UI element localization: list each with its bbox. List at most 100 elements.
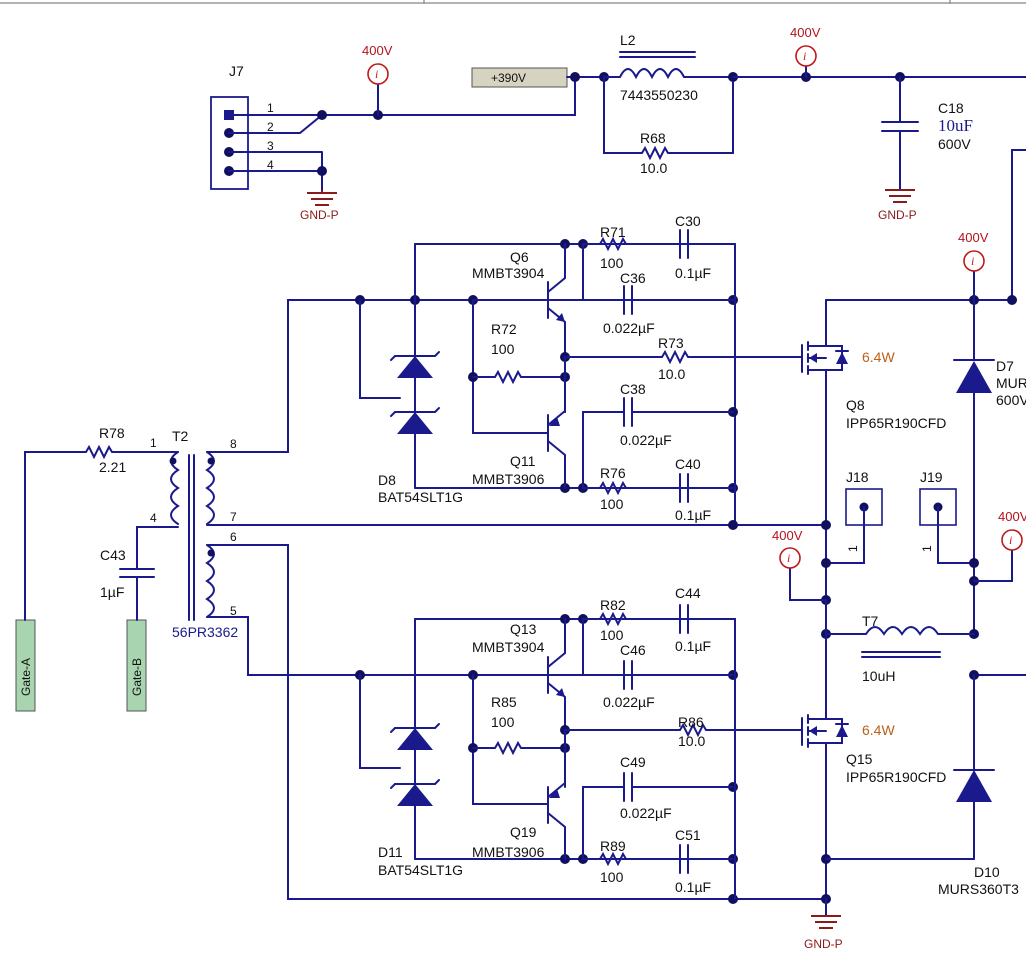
t2-pin7-label: 7 [230,510,237,524]
q19-partnumber: MMBT3906 [472,844,545,860]
c30-value: 0.1µF [675,265,711,281]
d8-partnumber: BAT54SLT1G [378,489,463,505]
j19-pin-label: 1 [920,545,934,552]
capacitor-c18: C18 10uF 600V [881,76,973,191]
probe-label: 400V [958,230,989,245]
l2-partnumber: 7443550230 [620,87,698,103]
voltage-probe: i 400V [790,25,821,78]
c38-value: 0.022µF [620,432,672,448]
voltage-probe: i 400V [973,509,1026,582]
gnd-label: GND-P [804,937,843,951]
t2-label: T2 [172,428,189,444]
c18-rating: 600V [938,136,971,152]
c49-value: 0.022µF [620,805,672,821]
r71-value: 100 [600,255,624,271]
q13-partnumber: MMBT3904 [472,639,545,655]
inductor-t7: T7 10uH [825,613,975,684]
t2-pin6-label: 6 [230,530,237,544]
d8-label: D8 [378,472,396,488]
q19-label: Q19 [510,824,537,840]
d11-label: D11 [378,844,403,860]
connector-j19: J19 1 [919,469,975,564]
ground-symbol: GND-P [300,190,339,222]
r76-label: R76 [600,465,626,481]
r72-label: R72 [491,321,517,337]
mosfet-q15: 6.4W Q15 IPP65R190CFD [801,707,946,900]
probe-label: 400V [362,43,393,58]
r89-value: 100 [600,869,624,885]
d11-partnumber: BAT54SLT1G [378,862,463,878]
c43-label: C43 [100,547,126,563]
t2-pin5-label: 5 [230,604,237,618]
c44-value: 0.1µF [675,638,711,654]
svg-text:i: i [1009,533,1012,547]
gate-b-label: Gate-B [130,658,144,696]
svg-text:i: i [971,254,974,268]
t7-label: T7 [862,613,879,629]
q13-label: Q13 [510,621,537,637]
port-gate-a: Gate-A [15,619,36,712]
r82-label: R82 [600,597,626,613]
c44-label: C44 [675,585,701,601]
probe-label: 400V [998,509,1026,524]
t2-partnumber: 56PR3362 [172,624,238,640]
transistor-q6: Q6 MMBT3904 [472,243,566,358]
c46-value: 0.022µF [603,694,655,710]
j18-label: J18 [846,469,869,485]
c38-label: C38 [620,381,646,397]
j18-pin-label: 1 [846,545,860,552]
svg-text:i: i [375,67,378,81]
ground-symbol: GND-P [878,189,917,222]
r86-value: 10.0 [678,733,705,749]
mosfet-q8: 6.4W Q8 IPP65R190CFD [801,299,946,601]
j7-label: J7 [229,63,244,79]
voltage-probe: i 400V [362,43,393,116]
c30-label: C30 [675,213,701,229]
c18-value: 10uF [938,116,973,135]
r78-value: 2.21 [99,459,126,475]
capacitor-c43: C43 1µF [100,547,155,600]
diode-d11: D11 BAT54SLT1G [378,618,463,878]
diode-d8: D8 BAT54SLT1G [378,243,463,505]
q8-power: 6.4W [862,349,895,365]
c40-label: C40 [675,456,701,472]
t7-value: 10uH [862,668,895,684]
q6-label: Q6 [510,249,529,265]
d7-label: D7 [996,358,1014,374]
l2-label: L2 [620,32,636,48]
d10-label: D10 [974,864,1000,880]
probe-label: 400V [772,528,803,543]
r78-label: R78 [99,425,125,441]
transistor-q11: Q11 MMBT3906 [472,408,566,489]
q15-power: 6.4W [862,722,895,738]
gnd-label: GND-P [300,208,339,222]
r71-label: R71 [600,224,626,240]
j7-pin3-label: 3 [267,139,274,153]
port-gate-b: Gate-B [126,619,147,712]
t2-pin8-label: 8 [230,437,237,451]
j7-pin1-label: 1 [267,101,274,115]
c36-value: 0.022µF [603,320,655,336]
t2-pin4-label: 4 [150,511,157,525]
c40-value: 0.1µF [675,507,711,523]
transistor-q13: Q13 MMBT3904 [472,618,566,731]
r73-label: R73 [658,335,684,351]
svg-text:i: i [787,551,790,565]
r85-label: R85 [491,694,517,710]
q15-partnumber: IPP65R190CFD [846,769,946,785]
transformer-t2: T2 56PR3362 [169,428,238,640]
t2-pin1-label: 1 [150,436,157,450]
ground-symbol: GND-P [804,915,843,951]
q6-partnumber: MMBT3904 [472,265,545,281]
j7-pin4-label: 4 [267,158,274,172]
voltage-probe: i 400V [772,528,827,601]
c18-label: C18 [938,100,964,116]
r68-label: R68 [640,130,666,146]
j19-label: J19 [920,469,943,485]
port-390v: +390V [471,67,568,88]
voltage-probe: i 400V [958,230,989,301]
gnd-label: GND-P [878,208,917,222]
diode-d7: D7 MUR 600V [953,299,1026,635]
d7-partnumber: MUR [996,375,1026,391]
